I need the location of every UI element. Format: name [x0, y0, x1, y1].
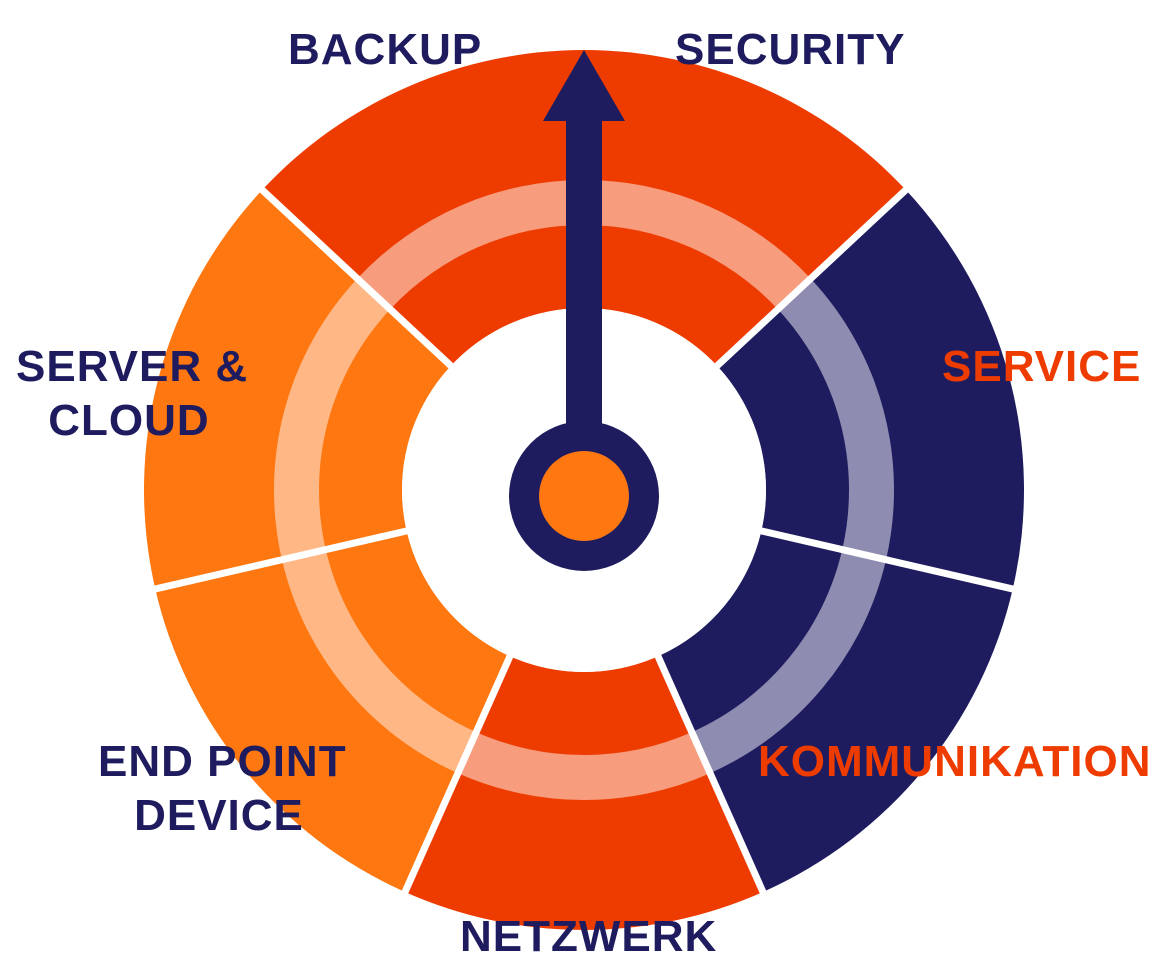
- ring-kommunikation: [691, 549, 887, 774]
- segment-separator: [654, 653, 767, 896]
- segment-separator: [258, 185, 455, 370]
- segment-separator: [152, 527, 410, 593]
- segment-kommunikation: [658, 530, 1013, 892]
- ring-backup-security: [357, 180, 811, 310]
- dial-pointer: [509, 50, 659, 571]
- label-server-cloud: SERVER & CLOUD: [16, 342, 249, 445]
- segment-separator: [401, 653, 514, 896]
- label-netzwerk: NETZWERK: [460, 912, 718, 961]
- segment-separator: [713, 185, 910, 370]
- ring-netzwerk: [457, 732, 711, 801]
- ring-server-cloud: [274, 278, 391, 560]
- label-end-point-device: END POINT DEVICE: [98, 737, 347, 840]
- ring-service: [777, 278, 894, 560]
- label-kommunikation: KOMMUNIKATION: [758, 737, 1152, 786]
- segment-separator: [758, 527, 1016, 593]
- pointer-hub-inner: [539, 451, 629, 541]
- label-service: SERVICE: [942, 342, 1142, 391]
- pointer-arrowhead: [543, 50, 625, 121]
- pointer-shaft: [566, 118, 602, 426]
- label-backup: BACKUP: [288, 25, 483, 74]
- label-security: SECURITY: [675, 25, 906, 74]
- dial-segments: [144, 49, 1024, 930]
- segment-end-point-device: [155, 530, 510, 892]
- ring-end-point-device: [281, 549, 477, 774]
